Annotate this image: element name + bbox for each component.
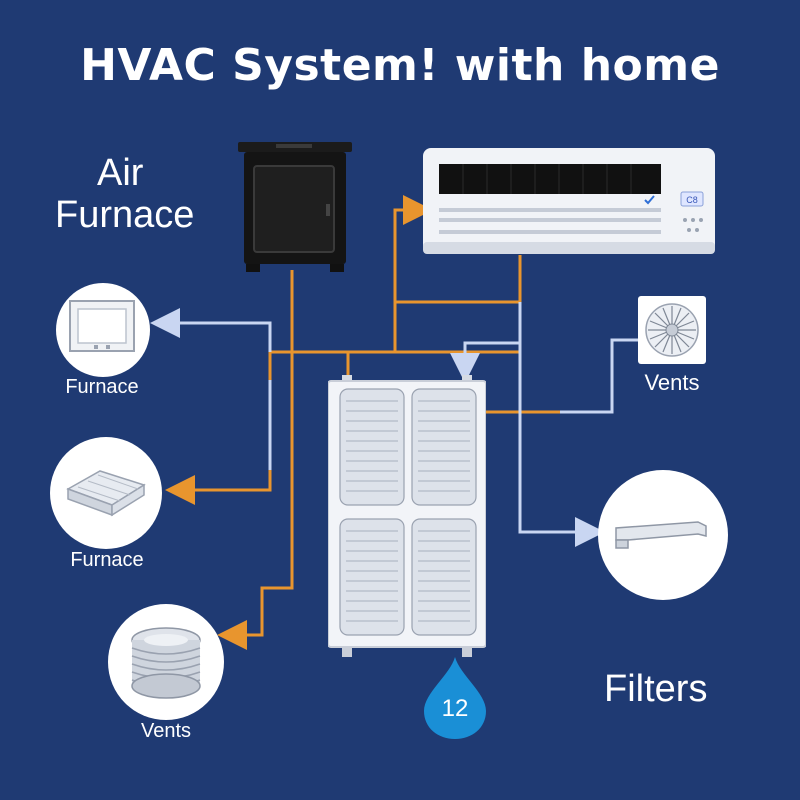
return-filters-right [518, 343, 605, 547]
water-drop-icon [424, 657, 486, 739]
component-circle-1 [56, 283, 150, 377]
component-square-4 [638, 296, 706, 364]
component-icon-4 [645, 303, 699, 357]
component-label-1: Furnace [65, 376, 139, 398]
component-circle-2 [50, 437, 162, 549]
return-vents-right [560, 338, 640, 414]
component-label-5: Filters [604, 668, 708, 710]
component-label-4: Vents [644, 370, 700, 395]
air-furnace-label: Air Furnace [55, 152, 194, 236]
component-icon-2 [66, 470, 146, 517]
return-to-frame [150, 308, 272, 352]
ac-display-text: C8 [686, 195, 698, 205]
duct-to-filter-box [165, 352, 272, 505]
duct-ac-down [395, 255, 522, 304]
air-label-line1: Air [97, 152, 144, 194]
wall-ac-unit-icon: C8 [423, 148, 715, 254]
component-label-3: Vents [140, 720, 192, 742]
component-icon-5 [615, 521, 707, 549]
air-label-line2: Furnace [55, 194, 195, 236]
duct-to-ac [393, 195, 433, 352]
furnace-cabinet-icon [238, 142, 352, 272]
return-to-filter-top [450, 302, 522, 383]
component-icon-1 [69, 300, 135, 352]
page-title: HVAC System! with home [80, 40, 720, 91]
component-circle-3 [108, 604, 224, 720]
duct-furnace-down [217, 270, 294, 650]
component-icon-3 [131, 627, 201, 699]
air-filter-unit-icon [328, 375, 486, 657]
drop-number: 12 [441, 695, 469, 722]
component-label-2: Furnace [70, 549, 144, 571]
component-circle-5 [598, 470, 728, 600]
